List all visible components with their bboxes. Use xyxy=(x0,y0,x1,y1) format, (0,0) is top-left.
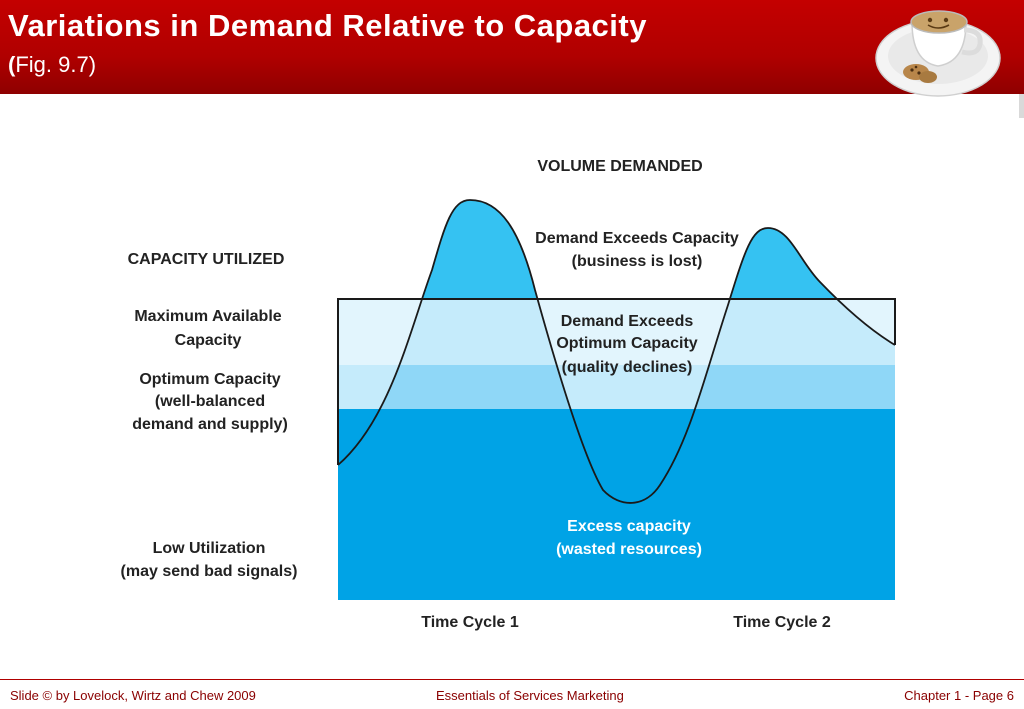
exceeds-capacity-label-1: Demand Exceeds Capacity xyxy=(535,230,739,247)
title-bar: Variations in Demand Relative to Capacit… xyxy=(0,0,1024,97)
excess-capacity-label-1: Excess capacity xyxy=(567,518,691,535)
optimum-label-3: demand and supply) xyxy=(132,416,288,433)
max-capacity-line xyxy=(337,298,896,465)
optimum-label-1: Optimum Capacity xyxy=(139,371,280,388)
exceeds-optimum-label-2: Optimum Capacity xyxy=(556,335,697,352)
footer-page-number: Chapter 1 - Page 6 xyxy=(904,688,1014,703)
demand-curve xyxy=(337,199,896,504)
optimum-label-2: (well-balanced xyxy=(155,393,265,410)
excess-capacity-label-2: (wasted resources) xyxy=(556,541,702,558)
footer-divider xyxy=(0,679,1024,680)
scrollbar-thumb xyxy=(1019,94,1024,118)
coffee-cup-logo xyxy=(875,10,1001,97)
exceeds-optimum-label-1: Demand Exceeds xyxy=(561,313,694,330)
subtitle-text: Fig. 9.7) xyxy=(15,52,97,77)
capacity-utilized-label: CAPACITY UTILIZED xyxy=(128,251,285,268)
time-cycle-2-label: Time Cycle 2 xyxy=(733,614,831,631)
max-capacity-label-2: Capacity xyxy=(175,332,242,349)
footer-copyright: Slide © by Lovelock, Wirtz and Chew 2009 xyxy=(10,688,256,703)
slide-title: Variations in Demand Relative to Capacit… xyxy=(8,8,647,43)
subtitle-paren: ( xyxy=(8,52,16,77)
low-utilization-label-1: Low Utilization xyxy=(153,540,266,557)
max-capacity-label-1: Maximum Available xyxy=(134,308,281,325)
slide-subtitle: (Fig. 9.7) xyxy=(8,52,96,78)
exceeds-optimum-label-3: (quality declines) xyxy=(562,359,693,376)
time-cycle-1-label: Time Cycle 1 xyxy=(421,614,519,631)
exceeds-capacity-label-2: (business is lost) xyxy=(572,253,703,270)
low-utilization-label-2: (may send bad signals) xyxy=(121,563,298,580)
footer-book-title: Essentials of Services Marketing xyxy=(436,688,624,703)
volume-demanded-label: VOLUME DEMANDED xyxy=(537,158,702,175)
